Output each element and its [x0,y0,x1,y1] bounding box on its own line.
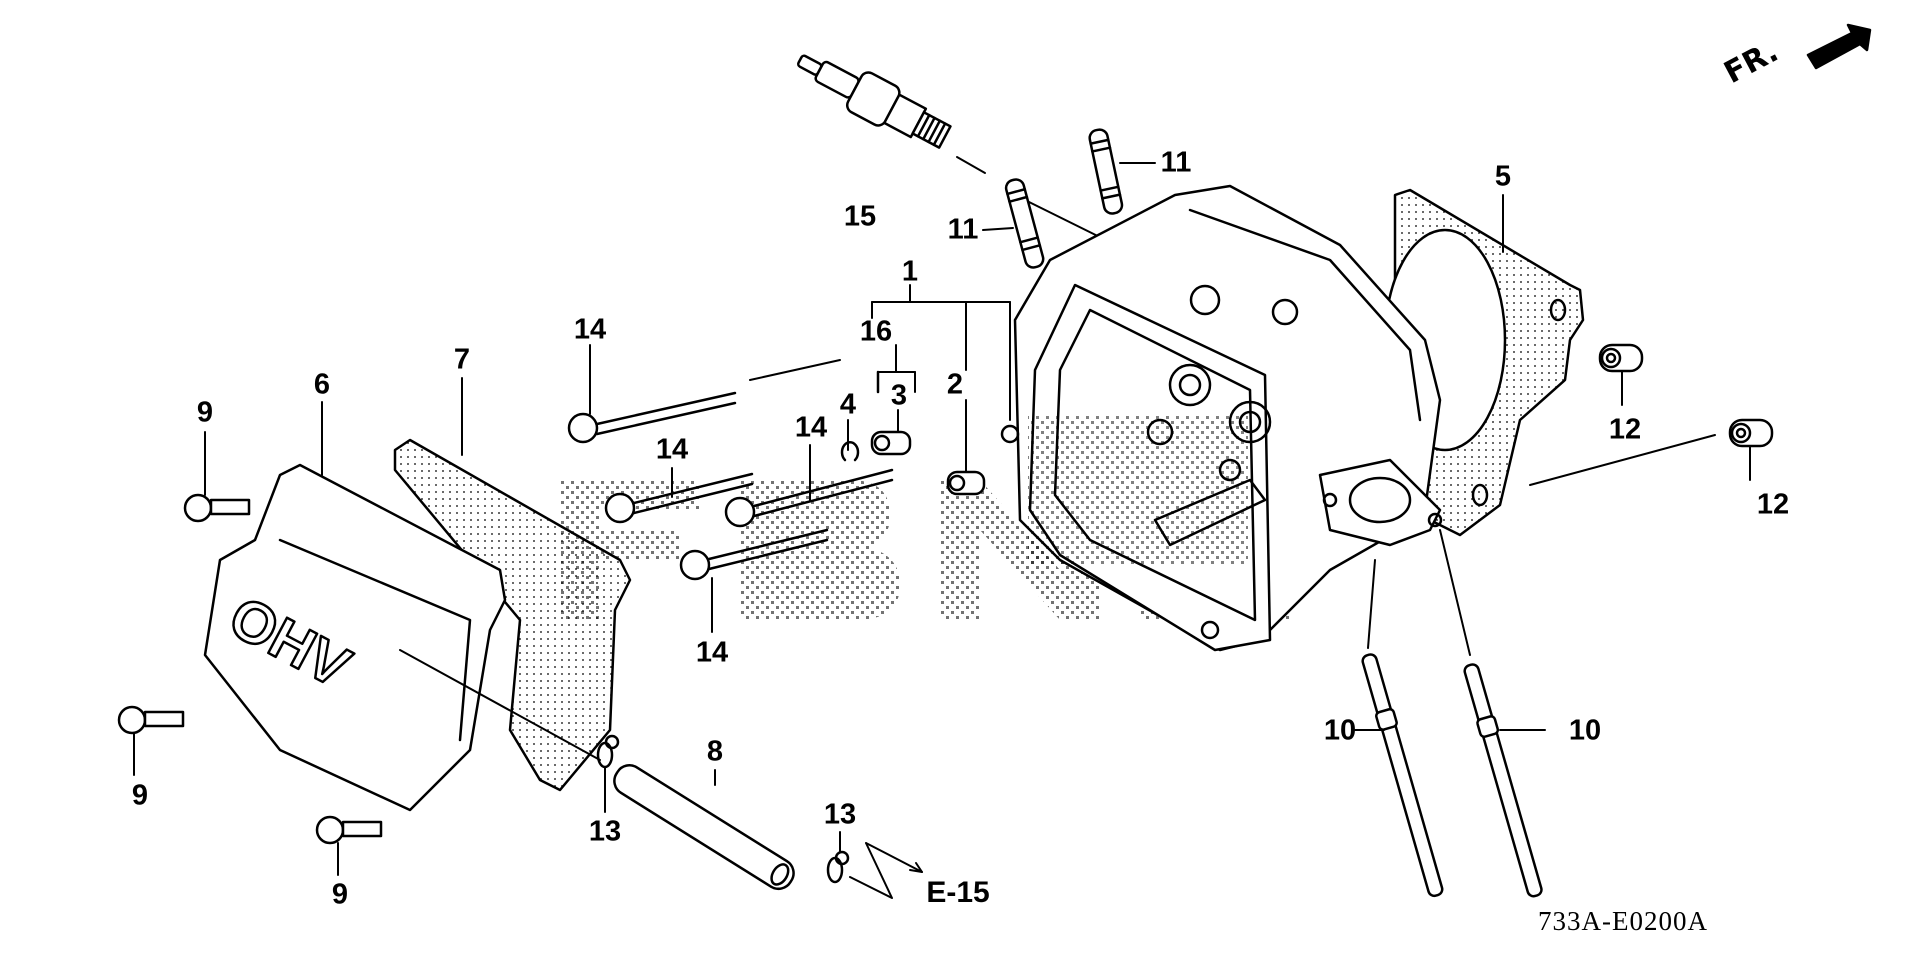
head-bolt-4[interactable] [679,528,829,581]
reference-link-e15[interactable]: E-15 [926,876,990,909]
callout-4[interactable]: 4 [839,388,857,421]
callout-9-c[interactable]: 9 [331,878,349,911]
head-cover[interactable]: OHV [203,463,507,812]
cover-bolt-2[interactable] [117,705,185,735]
spark-plug[interactable] [790,41,955,157]
callout-3[interactable]: 3 [890,379,908,412]
dowel-pin-upper[interactable] [1598,343,1644,373]
callout-11-lower[interactable]: 11 [947,213,979,246]
front-direction-arrow [1806,23,1872,70]
dowel-pin-lower[interactable] [1728,418,1774,448]
callout-14-a[interactable]: 14 [573,313,607,346]
callout-9-b[interactable]: 9 [131,779,149,812]
callout-13-b[interactable]: 13 [823,798,857,831]
callout-12-upper[interactable]: 12 [1608,413,1642,446]
head-bolt-2[interactable] [604,472,754,524]
cylinder-head[interactable] [1000,184,1443,652]
callout-14-d[interactable]: 14 [695,636,729,669]
callout-15[interactable]: 15 [843,200,877,233]
callout-10-b[interactable]: 10 [1568,714,1602,747]
stud-upper[interactable] [1088,128,1124,215]
long-stud-1[interactable] [1359,653,1445,898]
long-stud-2[interactable] [1461,663,1544,899]
callout-16[interactable]: 16 [859,315,893,348]
callout-13-a[interactable]: 13 [588,815,622,848]
callout-8[interactable]: 8 [706,735,724,768]
callout-9-a[interactable]: 9 [196,396,214,429]
callout-10-a[interactable]: 10 [1323,714,1357,747]
callout-14-b[interactable]: 14 [655,433,689,466]
callout-11-upper[interactable]: 11 [1160,146,1192,179]
stud-lower[interactable] [1004,178,1045,270]
callout-1[interactable]: 1 [901,255,919,288]
clip[interactable] [840,441,860,462]
callout-14-c[interactable]: 14 [794,411,828,444]
callout-2[interactable]: 2 [946,368,964,401]
head-bolt-1[interactable] [567,391,737,444]
breather-tube[interactable] [609,760,799,894]
tube-clip-2[interactable] [826,850,850,884]
callout-5[interactable]: 5 [1494,160,1512,193]
head-bolt-3[interactable] [724,468,894,528]
callout-6[interactable]: 6 [313,368,331,401]
callout-12-lower[interactable]: 12 [1756,488,1790,521]
callout-7[interactable]: 7 [453,343,471,376]
cover-bolt-1[interactable] [183,493,251,523]
valve-guide[interactable] [870,430,912,456]
cover-bolt-3[interactable] [315,815,383,845]
dowel-pin[interactable] [946,470,986,496]
diagram-code: 733A-E0200A [1538,906,1708,936]
